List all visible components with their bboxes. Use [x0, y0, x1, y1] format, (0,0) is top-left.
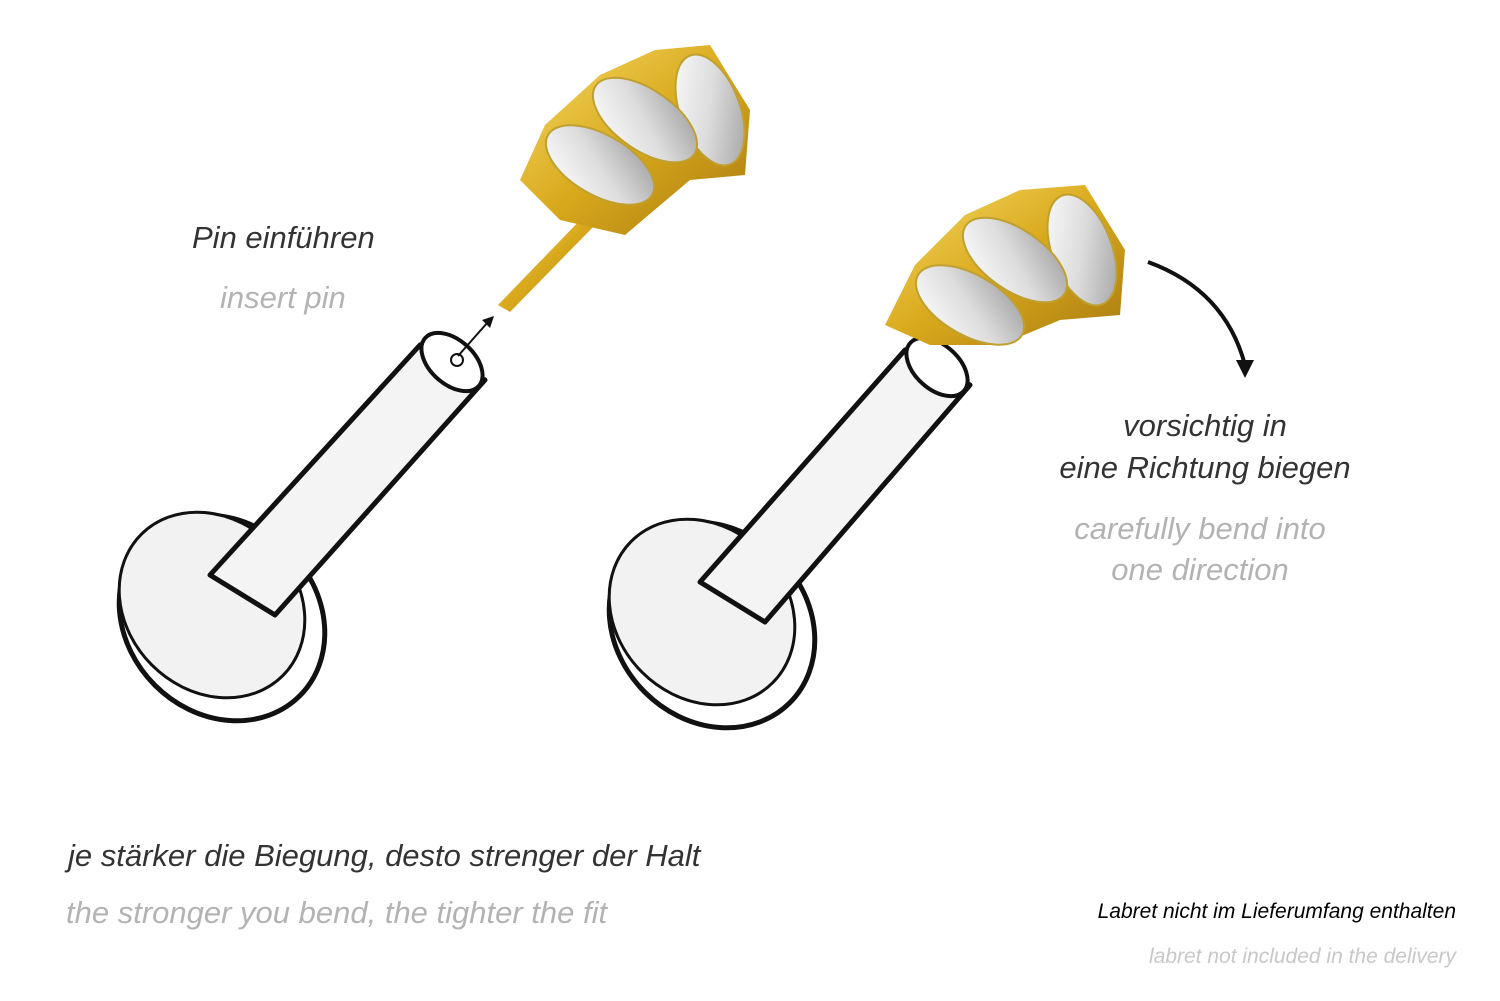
bend-arrow — [1147, 260, 1254, 378]
step2-line2-de: eine Richtung biegen — [1059, 450, 1351, 485]
labret-left — [116, 330, 488, 724]
tip-de: je stärker die Biegung, desto strenger d… — [68, 838, 701, 873]
gold-top-left — [498, 45, 750, 312]
step2-line1-en: carefully bend into — [1074, 511, 1326, 546]
note-de: Labret nicht im Lieferumfang enthalten — [1097, 900, 1456, 923]
step2-line1-de: vorsichtig in — [1123, 408, 1287, 443]
note-en: labret not included in the delivery — [1148, 945, 1456, 968]
gold-top-right — [885, 185, 1125, 346]
labret-right — [606, 335, 973, 731]
insert-arrow — [457, 316, 494, 357]
tip-en: the stronger you bend, the tighter the f… — [66, 895, 608, 930]
step1-title-en: insert pin — [220, 280, 346, 315]
step2-line2-en: one direction — [1111, 552, 1289, 587]
step1-title-de: Pin einführen — [192, 220, 375, 255]
